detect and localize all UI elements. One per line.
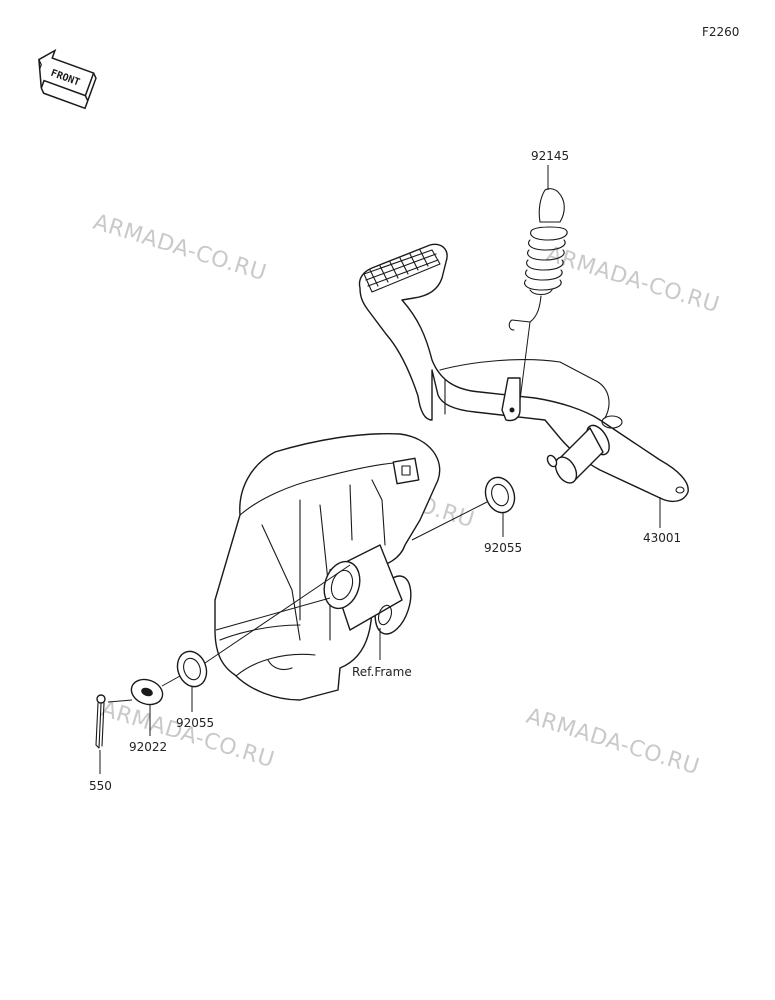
brake-pedal-43001 bbox=[358, 243, 689, 503]
return-spring-92145 bbox=[508, 188, 568, 331]
front-direction-icon: FRONT bbox=[38, 48, 97, 110]
washer-92055-upper bbox=[484, 476, 516, 514]
callout-washer-plain: 92022 bbox=[129, 740, 167, 754]
callouts: 92145 43001 92055 Ref.Frame 92055 92022 … bbox=[89, 149, 681, 793]
plain-washer-92022 bbox=[130, 678, 164, 706]
assembly-lines bbox=[107, 321, 531, 703]
callout-washer-lower: 92055 bbox=[176, 716, 214, 730]
callout-pedal: 43001 bbox=[643, 531, 681, 545]
figure-code: F2260 bbox=[702, 25, 739, 39]
washer-92055-lower bbox=[176, 650, 208, 688]
callout-washer-upper: 92055 bbox=[484, 541, 522, 555]
watermark: ARMADA-CO.RU bbox=[543, 242, 722, 318]
callout-cotter-pin: 550 bbox=[89, 779, 112, 793]
callout-spring: 92145 bbox=[531, 149, 569, 163]
callout-frame-ref: Ref.Frame bbox=[352, 665, 412, 679]
frame-reference bbox=[214, 433, 441, 701]
watermark: ARMADA-CO.RU bbox=[98, 697, 277, 773]
cotter-pin-550 bbox=[95, 694, 106, 749]
watermark: ARMADA-CO.RU bbox=[523, 704, 702, 780]
watermark: ARMADA-CO.RU bbox=[90, 210, 269, 286]
